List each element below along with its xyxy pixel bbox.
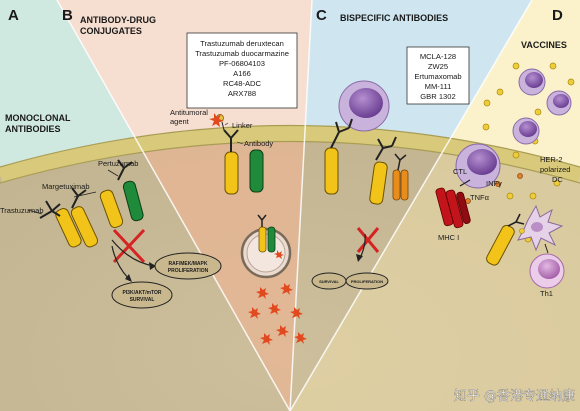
section-b-title-line2: CONJUGATES (80, 26, 142, 36)
payload-star-icon (280, 283, 293, 295)
section-d-title: VACCINES (521, 40, 567, 50)
her2-receptor (369, 161, 388, 205)
payload-star-icon (256, 287, 269, 299)
her2-receptor (486, 224, 515, 266)
her3-receptor (400, 169, 409, 201)
adc-drug-list-box (186, 32, 298, 109)
bispecific-drug-list-box (406, 46, 470, 105)
payload-star-icon (248, 307, 261, 319)
label-pertuzumab: Pertuzumab (98, 159, 138, 168)
label-antibody: Antibody (244, 139, 273, 148)
antibody-y-shape (71, 187, 87, 209)
mhc-i-molecule (456, 191, 471, 224)
label-antitumoral-agent-line2: agent (170, 117, 190, 126)
mhc-i-molecule (445, 189, 464, 229)
label-margetuximab: Margetuximab (42, 182, 90, 191)
adc-antibody (223, 129, 239, 152)
adc-drug-item: Trastuzumab duocarmazine (195, 49, 289, 58)
bispecific-drug-item: Ertumaxomab (414, 72, 461, 81)
payload-star-icon (268, 303, 281, 315)
section-a-title-line2: ANTIBODIES (5, 124, 61, 134)
sector-dividers (56, 0, 533, 411)
section-b-letter: B (62, 7, 73, 24)
bispecific-drug-item: ZW25 (428, 62, 448, 71)
her2-receptor (224, 151, 239, 195)
label-th1: Th1 (540, 289, 553, 298)
adc-drug-item: Trastuzumab deruxtecan (200, 39, 284, 48)
pi3k-akt-oval (111, 281, 173, 309)
payload-star-icon (209, 113, 224, 127)
label-trastuzumab: Trastuzumab (0, 206, 44, 215)
oval-pi3k-line1: PI3K/AKT/mTOR (122, 290, 161, 296)
oval-ras-raf-line1: RAF/MEK/MAPK (169, 261, 208, 267)
bispecific-antibody (330, 118, 353, 149)
label-ctl: CTL (453, 167, 467, 176)
ras-raf-oval (154, 252, 222, 280)
her2-receptor (70, 206, 99, 248)
bispecific-antibody (375, 136, 397, 161)
internalized-receptor (258, 226, 267, 253)
adc-drug-item: RC48-ADC (223, 79, 261, 88)
payload-star-icon (290, 307, 303, 319)
label-tnf-alpha: TNFα (470, 193, 490, 202)
bispecific-drug-item: MM-111 (425, 82, 452, 91)
watermark-text: 知乎 @香港专通纳康 (454, 388, 575, 404)
section-c-letter: C (316, 7, 327, 24)
bispecific-group (311, 46, 470, 290)
vaccine-group (435, 62, 575, 289)
section-c-title: BISPECIFIC ANTIBODIES (340, 13, 448, 23)
antibody-y-shape (39, 200, 61, 219)
oval-survival-c: SURVIVAL (319, 279, 339, 284)
adc-drug-item: A166 (233, 69, 251, 78)
block-x-icon (112, 228, 146, 264)
adc-drug-item: ARX788 (228, 89, 256, 98)
her3-receptor (249, 149, 264, 193)
antibody-y-shape (117, 159, 133, 181)
adc-group (186, 32, 307, 345)
released-payload (248, 283, 307, 345)
label-antitumoral-agent-line1: Antitumoral (170, 108, 208, 117)
label-linker: Linker (232, 121, 253, 130)
payload-star-icon (276, 325, 289, 337)
block-x-icon (356, 227, 380, 253)
bispecific-drug-item: GBR 1302 (420, 92, 455, 101)
oval-pi3k-line2: SURVIVAL (130, 297, 155, 303)
label-her2-dc-line2: polarized (540, 165, 570, 174)
her3-receptor (392, 169, 401, 201)
section-a-title-line1: MONOCLONAL (5, 113, 71, 123)
internalized-receptor (267, 226, 276, 253)
section-d-letter: D (552, 7, 563, 24)
her3-receptor (122, 180, 144, 222)
oval-proliferation-c: PROLIFERATION (351, 279, 383, 284)
receptor-group-a (27, 159, 222, 309)
proliferation-oval-c (345, 272, 389, 290)
her2-receptor (99, 189, 124, 228)
bispecific-drug-item: MCLA-128 (420, 52, 456, 61)
adc-drug-item: PF-06804103 (219, 59, 265, 68)
her2-receptor (324, 147, 339, 195)
label-mhc-i: MHC I (438, 233, 459, 242)
label-her2-dc-line3: DC (552, 175, 563, 184)
her2-receptor (55, 208, 82, 248)
cytokine-dots (465, 173, 523, 204)
label-ifn-gamma: INFγ (486, 179, 502, 188)
section-a-letter: A (8, 7, 19, 24)
payload-star-icon (274, 250, 284, 259)
section-b-title-line1: ANTIBODY-DRUG (80, 15, 156, 25)
oval-ras-raf-line2: PROLIFERATION (168, 268, 209, 274)
label-her2-dc-line1: HER-2 (540, 155, 563, 164)
payload-star-icon (260, 333, 273, 345)
labels: A B C D MONOCLONAL ANTIBODIES ANTIBODY-D… (0, 7, 575, 404)
payload-star-icon (294, 332, 307, 344)
